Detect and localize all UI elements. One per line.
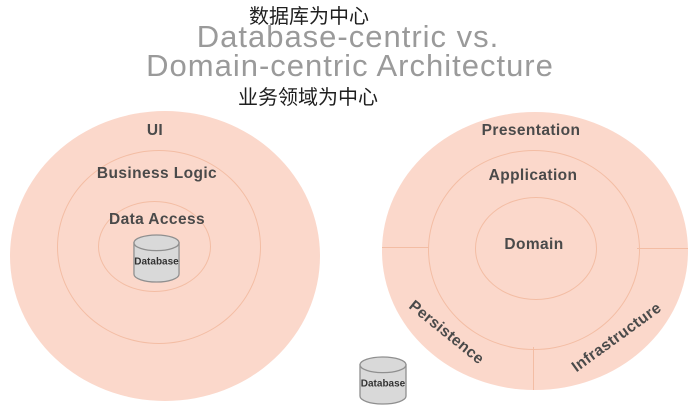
layer-label-application: Application [488,167,578,184]
subtitle-database-centric-cn: 数据库为中心 [249,6,369,28]
layer-label-presentation: Presentation [481,122,581,139]
domain-centric-diagram: Presentation Application Domain Persiste… [382,112,688,390]
database-cylinder-label: Database [134,256,179,268]
title-line-2: Domain-centric Architecture [146,48,554,83]
layer-label-business-logic: Business Logic [96,165,218,182]
database-cylinder-icon [358,356,408,405]
title-line-1: Database-centric vs. [196,19,500,54]
database-cylinder-left: Database [132,234,181,283]
subtitle-domain-centric-cn: 业务领域为中心 [238,87,378,109]
segment-divider-bottom [533,347,534,390]
application-ring [428,150,640,350]
layer-label-data-access: Data Access [108,211,206,228]
domain-ring [475,197,597,300]
database-cylinder-external: Database [358,356,408,405]
database-centric-diagram: UI Business Logic Data Access Database [10,111,320,401]
segment-divider-left [382,247,429,248]
database-cylinder-icon [132,234,181,283]
data-access-ring [98,201,211,292]
layer-label-ui: UI [146,122,164,139]
layer-label-domain: Domain [504,236,564,253]
database-cylinder-label: Database [360,378,406,390]
segment-divider-right [637,248,688,249]
business-logic-ring [57,150,261,344]
